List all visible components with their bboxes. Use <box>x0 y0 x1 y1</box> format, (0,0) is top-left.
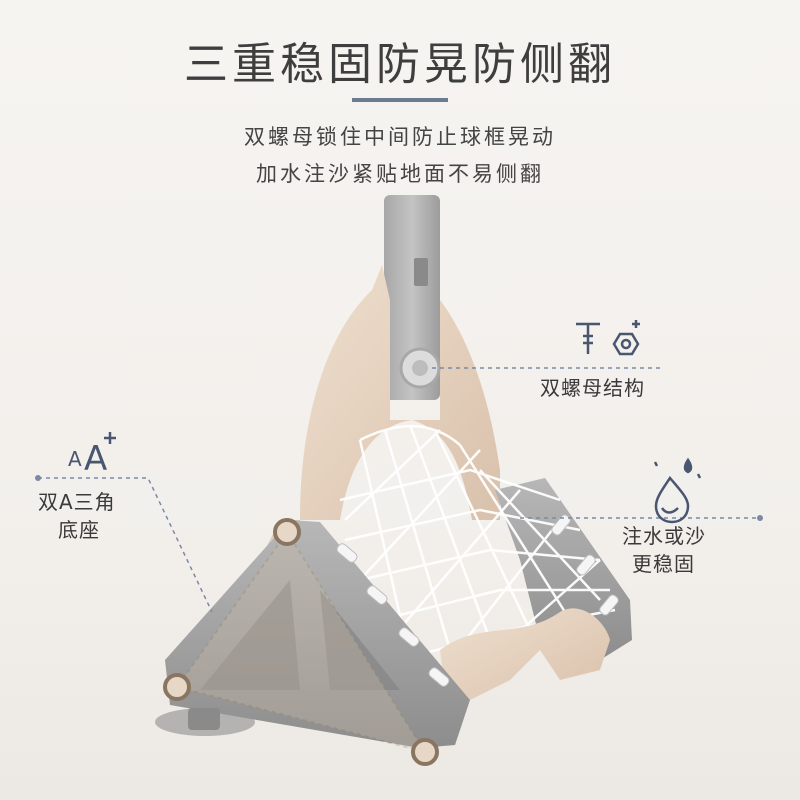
fill-callout-label-2: 更稳固 <box>632 552 695 576</box>
fill-callout-label-1: 注水或沙 <box>622 524 706 548</box>
letter-a-icon: A A <box>68 432 116 479</box>
nut-callout-label: 双螺母结构 <box>540 376 645 400</box>
base-callout-label-2: 底座 <box>58 518 100 542</box>
callout-leader-lines <box>38 367 760 613</box>
front-a-base <box>165 520 470 748</box>
triangle-overlay <box>163 518 439 766</box>
subtitle-line-1: 双螺母锁住中间防止球框晃动 <box>244 125 556 149</box>
svg-text:A: A <box>68 447 82 471</box>
triangle-vertex-left <box>163 673 191 701</box>
base-callout-label-1: 双A三角 <box>38 490 116 514</box>
bolt-nut-icon <box>576 320 640 356</box>
svg-text:A: A <box>84 439 107 479</box>
page-title: 三重稳固防晃防侧翻 <box>184 39 616 90</box>
water-drop-icon <box>653 457 702 524</box>
title-underline <box>352 98 448 102</box>
triangle-vertex-right <box>411 738 439 766</box>
subtitle-line-2: 加水注沙紧贴地面不易侧翻 <box>256 162 544 186</box>
net-clips <box>336 514 619 687</box>
front-beige-rail <box>440 608 610 700</box>
triangle-vertex-top <box>273 518 301 546</box>
